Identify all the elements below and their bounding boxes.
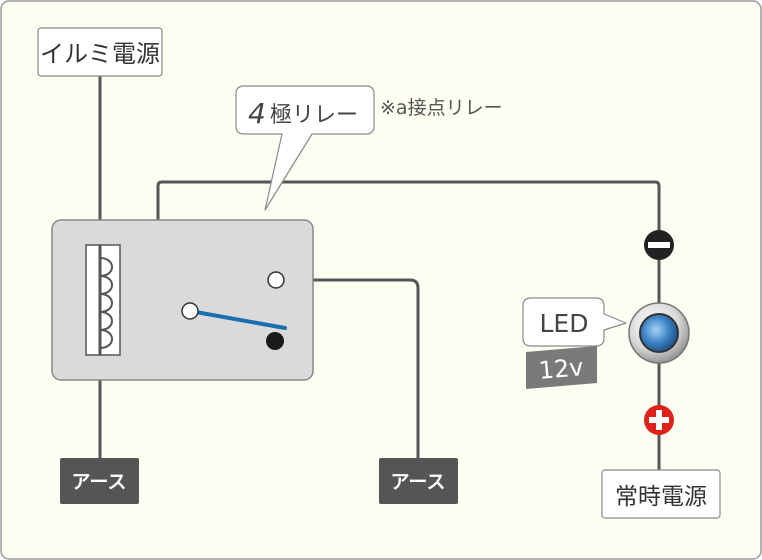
wire-contact-to-ground — [276, 278, 420, 460]
voltage-label: 12v — [538, 353, 585, 385]
led-icon — [628, 302, 690, 364]
relay-nc-terminal — [266, 332, 284, 350]
relay-no-terminal — [267, 271, 285, 289]
minus-icon — [648, 242, 670, 248]
constant-power-label: 常時電源 — [615, 484, 707, 510]
relay-common-terminal — [181, 302, 199, 320]
illumi-power-box — [37, 27, 163, 77]
relay-switch-arm — [188, 309, 287, 330]
ground-left-label: アース — [72, 471, 127, 493]
plus-marker — [644, 405, 674, 435]
ground-right-box — [379, 458, 458, 504]
minus-marker — [644, 230, 674, 260]
relay-callout-text: 極リレー — [270, 103, 358, 128]
coil-box — [85, 244, 121, 356]
led-callout-bubble — [522, 297, 627, 347]
illumi-power-label: イルミ電源 — [40, 40, 160, 68]
ground-right-label: アース — [391, 471, 446, 493]
relay-note: ※a接点リレー — [380, 97, 503, 119]
coil-winding-icon — [99, 257, 113, 349]
relay-callout-bubble — [235, 85, 375, 211]
voltage-badge — [526, 346, 597, 389]
plus-icon-v — [656, 410, 662, 430]
led-label: LED — [540, 309, 589, 338]
relay-callout-number: 4 — [248, 97, 266, 130]
relay-coil — [85, 244, 121, 356]
ground-left-box — [60, 458, 139, 504]
constant-power-box — [601, 469, 721, 519]
